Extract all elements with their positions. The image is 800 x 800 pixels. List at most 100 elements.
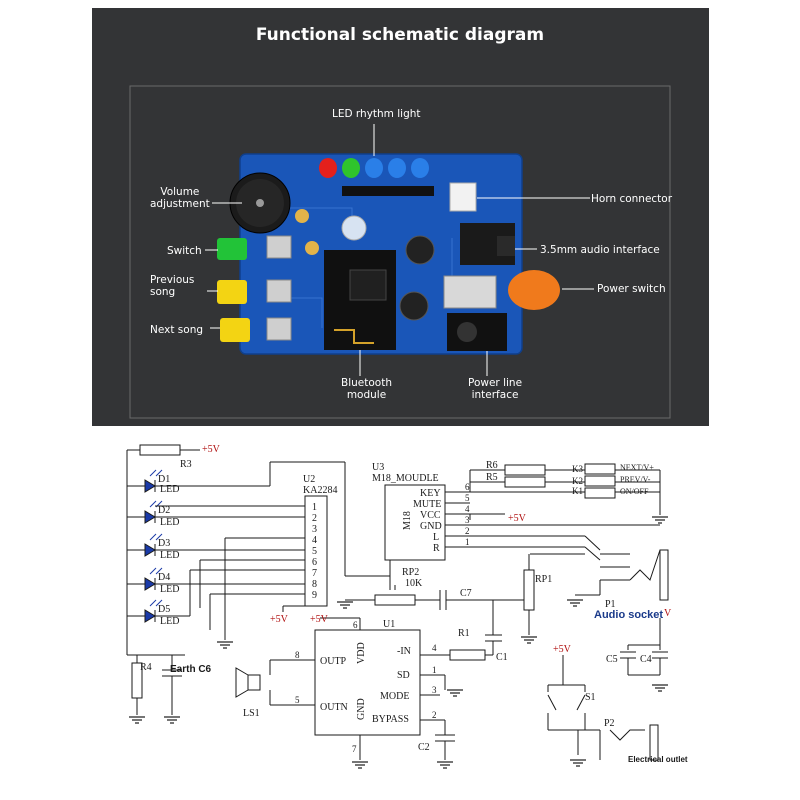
u3-pin-name: GND xyxy=(420,521,442,532)
u1-bypass: BYPASS xyxy=(372,714,409,725)
u3-pin-name: KEY xyxy=(420,488,441,499)
u3-pin-name: R xyxy=(433,543,440,554)
u2-ref: U2 xyxy=(303,474,315,485)
u1-outp: OUTP xyxy=(320,656,347,667)
u3-pin-num: 3 xyxy=(465,515,470,525)
u3-vcc-power: +5V xyxy=(508,513,527,524)
u1-pin-num: 5 xyxy=(295,695,300,705)
v-mark: V xyxy=(664,608,672,619)
key-ref: K3 xyxy=(572,464,583,474)
u3-pin-name: MUTE xyxy=(413,499,441,510)
u1-ref: U1 xyxy=(383,619,395,630)
callout-previous-song: Previous song xyxy=(150,274,195,298)
c1-label: C1 xyxy=(496,652,508,663)
product-photo-panel: Functional schematic diagram xyxy=(92,8,709,426)
callout-frame xyxy=(129,85,671,419)
u1-pin-num: 1 xyxy=(432,665,437,675)
r6-label: R6 xyxy=(486,460,498,471)
led-rhythm-light xyxy=(319,158,429,178)
u2-pin: 1 xyxy=(312,502,317,513)
u1-pin-num: 8 xyxy=(295,650,300,660)
u1-mode: MODE xyxy=(380,691,409,702)
callout-next-song: Next song xyxy=(150,324,204,336)
key-ref: K1 xyxy=(572,486,583,496)
key-switches: K3 K2 K1 NEXT/V+ PREV/V- ON/OFF xyxy=(572,463,654,496)
u2-pin: 9 xyxy=(312,590,317,601)
r3-label: R3 xyxy=(180,459,192,470)
u1-power-label: +5V xyxy=(310,614,329,625)
u3-part: M18_MOUDLE xyxy=(372,473,439,484)
u1-pin-num: 3 xyxy=(432,685,437,695)
u2-pin: 4 xyxy=(312,535,317,546)
u2-pin-numbers: 1 2 3 4 5 6 7 8 9 xyxy=(312,502,317,601)
u3-ref: U3 xyxy=(372,462,384,473)
ka2284-chip xyxy=(342,186,434,196)
d5-ref: D5 xyxy=(158,604,170,615)
u3-pin-name: VCC xyxy=(420,510,441,521)
u2-pin: 8 xyxy=(312,579,317,590)
r4-label: R4 xyxy=(140,662,152,673)
capacitor xyxy=(405,235,435,265)
s1-power-label: +5V xyxy=(553,644,572,655)
ka2284-box xyxy=(304,495,328,607)
u3-pin-labels: KEY MUTE VCC GND L R 6 5 4 3 2 1 xyxy=(413,482,470,554)
d1-ref: D1 xyxy=(158,474,170,485)
callout-volume-adjustment: Volume adjustment xyxy=(150,186,210,210)
u1-pin-num: 4 xyxy=(432,643,437,653)
p2-label: P2 xyxy=(604,718,615,729)
u2-power-label: +5V xyxy=(270,614,289,625)
d2-type: LED xyxy=(160,517,179,528)
ls1-label: LS1 xyxy=(243,708,260,719)
led-array xyxy=(144,479,156,623)
circuit-schematic: +5V R3 D1 LED D2 LED D3 LED D4 LED D5 LE… xyxy=(126,444,688,769)
c5-label: C5 xyxy=(606,654,618,665)
s1-label: S1 xyxy=(585,692,596,703)
m18-module-box xyxy=(384,484,446,561)
u2-pin: 2 xyxy=(312,513,317,524)
u1-gnd: GND xyxy=(356,698,367,720)
next-song-button xyxy=(220,318,250,342)
callout-bluetooth-module: Bluetooth module xyxy=(341,377,392,401)
key-label: ON/OFF xyxy=(620,487,649,496)
callout-audio-interface: 3.5mm audio interface xyxy=(540,244,660,256)
c7-label: C7 xyxy=(460,588,472,599)
d5-type: LED xyxy=(160,616,179,627)
photo-title: Functional schematic diagram xyxy=(256,25,544,45)
power-switch xyxy=(508,270,560,310)
c2-label: C2 xyxy=(418,742,430,753)
callout-power-switch: Power switch xyxy=(597,283,666,295)
u1-pin-num: 2 xyxy=(432,710,437,720)
key-label: PREV/V- xyxy=(620,475,651,484)
callout-switch: Switch xyxy=(167,245,202,257)
u2-pin: 6 xyxy=(312,557,317,568)
u3-pin-num: 2 xyxy=(465,526,470,536)
u1-pin-num: 7 xyxy=(352,744,357,754)
d4-type: LED xyxy=(160,584,179,595)
u1-in: -IN xyxy=(397,646,411,657)
previous-song-button xyxy=(217,280,247,304)
pcb-illustration: Functional schematic diagram xyxy=(129,25,671,419)
earth-c6-label: Earth C6 xyxy=(170,664,212,675)
callout-horn-connector: Horn connector xyxy=(591,193,673,205)
u3-pin-name: L xyxy=(433,532,439,543)
power-switch-body xyxy=(443,275,497,309)
callout-led-rhythm-light: LED rhythm light xyxy=(332,108,421,120)
d3-ref: D3 xyxy=(158,538,170,549)
u2-part: KA2284 xyxy=(303,485,337,496)
d3-type: LED xyxy=(160,550,179,561)
u1-amplifier-box xyxy=(314,629,421,736)
led-labels: D1 LED D2 LED D3 LED D4 LED D5 LED xyxy=(158,474,179,627)
rp1-label: RP1 xyxy=(535,574,552,585)
switch-button xyxy=(217,238,247,260)
key-label: NEXT/V+ xyxy=(620,463,654,472)
u2-pin: 5 xyxy=(312,546,317,557)
u2-pin: 7 xyxy=(312,568,317,579)
u3-body: M18 xyxy=(402,511,413,530)
u1-outn: OUTN xyxy=(320,702,348,713)
callout-power-line-interface: Power line interface xyxy=(468,377,523,401)
r1-label: R1 xyxy=(458,628,470,639)
audio-socket-label: Audio socket xyxy=(594,609,663,621)
d2-ref: D2 xyxy=(158,505,170,516)
u1-vdd: VDD xyxy=(356,642,367,664)
u1-sd: SD xyxy=(397,670,410,681)
